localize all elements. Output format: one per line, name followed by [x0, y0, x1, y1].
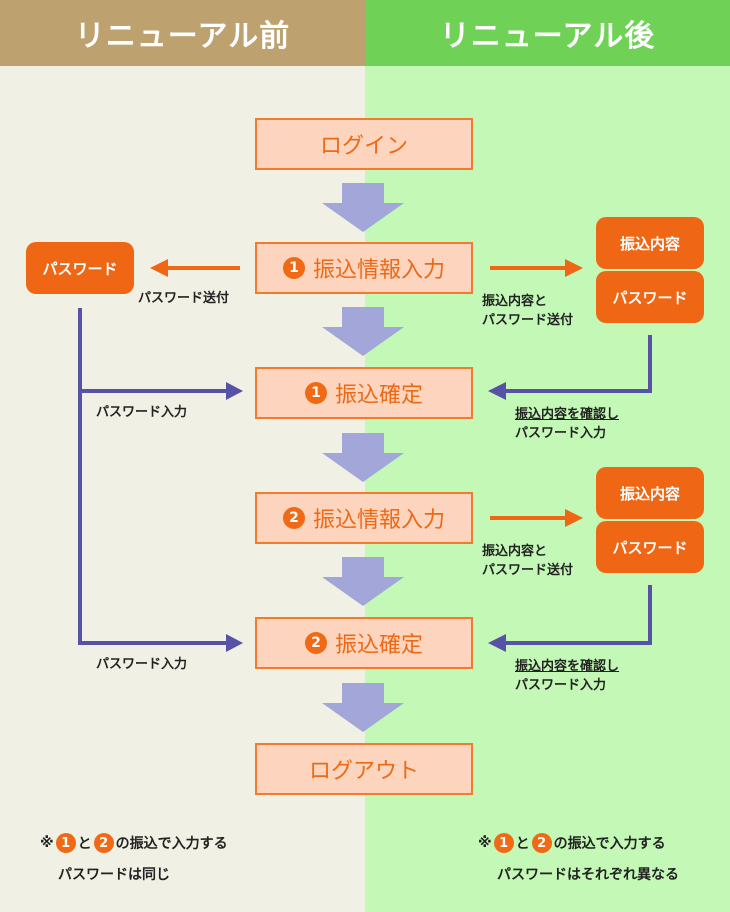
right-send-label-1: 振込内容と パスワード送付: [482, 294, 574, 328]
step-transfer-input-2: 2 振込情報入力: [255, 492, 473, 544]
right-group2-content-box: 振込内容: [596, 467, 704, 519]
step-number-badge: 2: [282, 507, 305, 529]
down-arrow-4: [322, 557, 404, 606]
right-group2-password-box: パスワード: [596, 521, 704, 573]
note-number-badge: 2: [93, 833, 114, 853]
right-group1-password-box: パスワード: [596, 271, 704, 323]
right-return-2: [505, 585, 652, 645]
down-arrow-3: [322, 433, 404, 482]
step-transfer-confirm-2: 2 振込確定: [255, 617, 473, 669]
right-return-1: [505, 335, 652, 393]
right-confirm-label-1: 振込内容を確認し パスワード入力: [515, 407, 620, 441]
before-header: リニューアル前: [0, 0, 365, 66]
step-logout: ログアウト: [255, 743, 473, 795]
right-return-2-head: [488, 634, 506, 652]
left-note-line2: パスワードは同じ: [58, 867, 170, 883]
left-input-label-1: パスワード入力: [96, 405, 188, 420]
step-number-badge: 2: [304, 632, 327, 654]
step-number-badge: 1: [282, 257, 305, 279]
left-password-box: パスワード: [26, 242, 134, 294]
step-login: ログイン: [255, 118, 473, 170]
down-arrow-5: [322, 683, 404, 732]
right-send-label-2: 振込内容と パスワード送付: [482, 544, 574, 578]
down-arrow-2: [322, 307, 404, 356]
note-number-badge: 1: [55, 833, 76, 853]
left-branch-1-head: [226, 382, 243, 400]
right-confirm-label-2: 振込内容を確認し パスワード入力: [515, 659, 620, 693]
left-send-label: パスワード送付: [138, 291, 230, 306]
left-input-line: [78, 308, 228, 645]
left-send-arrow-head: [150, 259, 168, 277]
right-note-line1: ※ 1 と 2 の振込で入力する: [478, 833, 666, 853]
step-transfer-input-1: 1 振込情報入力: [255, 242, 473, 294]
right-send-arrow-1-head: [565, 259, 583, 277]
left-note-line1: ※ 1 と 2 の振込で入力する: [40, 833, 228, 853]
note-number-badge: 2: [531, 833, 552, 853]
step-transfer-confirm-1: 1 振込確定: [255, 367, 473, 419]
left-input-label-2: パスワード入力: [96, 657, 188, 672]
right-return-1-head: [488, 382, 506, 400]
right-send-arrow-2-head: [565, 509, 583, 527]
right-note-line2: パスワードはそれぞれ異なる: [497, 867, 679, 883]
left-branch-2-head: [226, 634, 243, 652]
down-arrow-1: [322, 183, 404, 232]
note-number-badge: 1: [493, 833, 514, 853]
after-header: リニューアル後: [365, 0, 730, 66]
right-group1-content-box: 振込内容: [596, 217, 704, 269]
step-number-badge: 1: [304, 382, 327, 404]
